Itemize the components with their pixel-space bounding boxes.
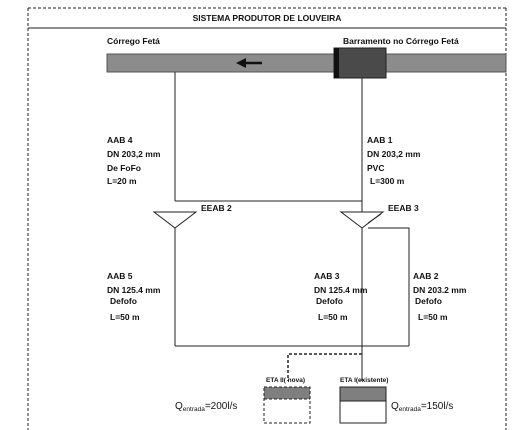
eta2-q-value: =200l/s bbox=[204, 401, 238, 412]
eta1-tank bbox=[339, 386, 387, 424]
eta1-q-value: =150l/s bbox=[420, 401, 454, 412]
eta2-label: ETA II( nova) bbox=[266, 377, 305, 384]
stream-right-label: Barramento no Córrego Fetá bbox=[343, 36, 459, 46]
eta2-q-sub: entrada bbox=[182, 406, 205, 413]
aab5-material: Defofo bbox=[110, 296, 137, 306]
eeab3-label: EEAB 3 bbox=[388, 203, 419, 213]
aab3-material: Defofo bbox=[316, 296, 343, 306]
aab5-dn: DN 125.4 mm bbox=[107, 285, 161, 295]
eta2-feed-line bbox=[287, 353, 362, 381]
eeab3-pump-icon bbox=[339, 211, 385, 229]
eta2-q-symbol: Q bbox=[175, 401, 183, 412]
eeab3-marker bbox=[367, 213, 382, 224]
dam-block-edge bbox=[334, 48, 339, 78]
stream-band bbox=[106, 53, 507, 73]
aab2-name: AAB 2 bbox=[413, 271, 439, 281]
aab5-length: L=50 m bbox=[110, 312, 140, 322]
aab1-name: AAB 1 bbox=[367, 135, 393, 145]
eta1-flow-rate: Qentrada=150l/s bbox=[391, 401, 454, 413]
diagram-title: SISTEMA PRODUTOR DE LOUVEIRA bbox=[192, 13, 342, 23]
main-aab2-line bbox=[368, 227, 410, 346]
aab4-material: De FoFo bbox=[107, 163, 141, 173]
aab4-dn: DN 203,2 mm bbox=[107, 149, 161, 159]
eeab2-pump-icon bbox=[152, 211, 198, 229]
stream-left-label: Córrego Fetá bbox=[107, 36, 160, 46]
aab2-length: L=50 m bbox=[418, 312, 448, 322]
eta1-q-symbol: Q bbox=[391, 401, 399, 412]
aab2-material: Defofo bbox=[415, 296, 442, 306]
aab2-dn: DN 203.2 mm bbox=[413, 285, 467, 295]
aab1-material: PVC bbox=[367, 163, 385, 173]
aab3-name: AAB 3 bbox=[314, 271, 340, 281]
eta1-q-sub: entrada bbox=[398, 406, 421, 413]
aab5-name: AAB 5 bbox=[107, 271, 133, 281]
eta2-flow-rate: Qentrada=200l/s bbox=[175, 401, 238, 413]
aab4-length: L=20 m bbox=[107, 176, 137, 186]
eta1-label: ETA I(existente) bbox=[340, 377, 389, 384]
eeab2-label: EEAB 2 bbox=[201, 203, 232, 213]
aab4-name: AAB 4 bbox=[107, 135, 133, 145]
dam-block bbox=[333, 47, 387, 79]
left-arrow-icon bbox=[236, 58, 262, 68]
aab1-length: L=300 m bbox=[370, 176, 405, 186]
aab1-dn: DN 203,2 mm bbox=[367, 149, 421, 159]
aab3-length: L=50 m bbox=[318, 312, 348, 322]
eta2-tank bbox=[263, 386, 311, 424]
aab3-dn: DN 125.4 mm bbox=[314, 285, 368, 295]
